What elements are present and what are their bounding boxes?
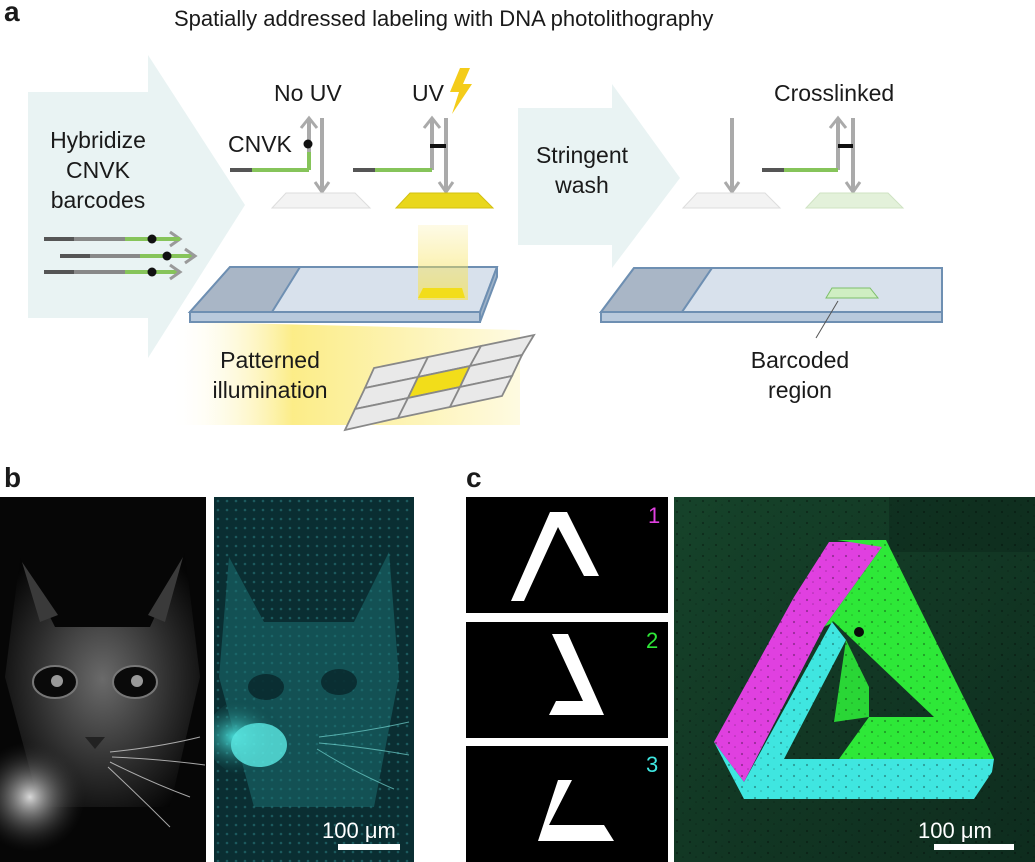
panel-letter-b: b: [4, 462, 22, 493]
cnvk-label: CNVK: [228, 131, 292, 157]
stringent-wash-label: Stringent wash: [520, 140, 644, 200]
mask-pattern-1: [466, 497, 668, 613]
mask-number-2: 2: [646, 628, 659, 653]
panel-a-title: Spatially addressed labeling with DNA ph…: [174, 6, 714, 31]
dmd-grid: [343, 333, 536, 432]
hybridize-label-line-3: barcodes: [50, 187, 146, 213]
uv-beam: [418, 225, 468, 300]
hybridize-label-line-1: Hybridize: [50, 127, 146, 153]
cat-photo: [0, 497, 206, 862]
cnvk-barcode-strands: [44, 230, 198, 281]
lightning-bolt-icon: [450, 68, 472, 114]
mask-pattern-3: [466, 746, 668, 862]
crosslinked-label: Crosslinked: [774, 80, 895, 106]
cat-face-cyan: [214, 552, 410, 807]
uv-label: UV: [412, 80, 444, 106]
hybridize-label-line-2: CNVK: [66, 157, 130, 183]
penrose-triangle-image: [674, 497, 1035, 862]
barcoded-region-label: Barcoded region: [735, 345, 865, 405]
barcoded-region-line-2: region: [768, 377, 832, 403]
hybridize-label: Hybridize CNVK barcodes: [38, 125, 158, 215]
stringent-wash-line-1: Stringent: [535, 142, 629, 168]
scale-bar-c-label: 100 μm: [918, 818, 992, 843]
barcoded-region-line-1: Barcoded: [750, 347, 850, 373]
cat-face-grayscale: [0, 552, 206, 852]
mask-number-3: 3: [646, 752, 659, 777]
no-uv-label: No UV: [274, 80, 342, 106]
cat-fluorescence-image: [214, 497, 414, 862]
patterned-illumination-label: Patterned illumination: [190, 345, 350, 405]
scale-bar-b-label: 100 μm: [322, 818, 396, 843]
glass-slide-right: [599, 267, 943, 339]
no-uv-construct: [230, 115, 372, 209]
patterned-illumination-line-2: illumination: [212, 377, 328, 403]
mask-pattern-2: [466, 622, 668, 738]
panel-a-schematic: [28, 55, 943, 432]
crosslinked-construct: [762, 115, 905, 209]
process-arrow-1: [28, 55, 245, 358]
uv-spot: [418, 288, 465, 298]
uv-construct: [353, 115, 495, 209]
glass-slide-left: [187, 266, 499, 323]
washed-construct: [681, 118, 782, 209]
patterned-illumination-line-1: Patterned: [220, 347, 320, 373]
barcoded-region-patch: [825, 287, 880, 299]
panel-letter-c: c: [466, 462, 482, 493]
stringent-wash-line-2: wash: [555, 172, 609, 198]
panel-letter-a: a: [4, 0, 20, 27]
process-arrow-2: [518, 84, 680, 268]
mask-number-1: 1: [648, 503, 661, 528]
